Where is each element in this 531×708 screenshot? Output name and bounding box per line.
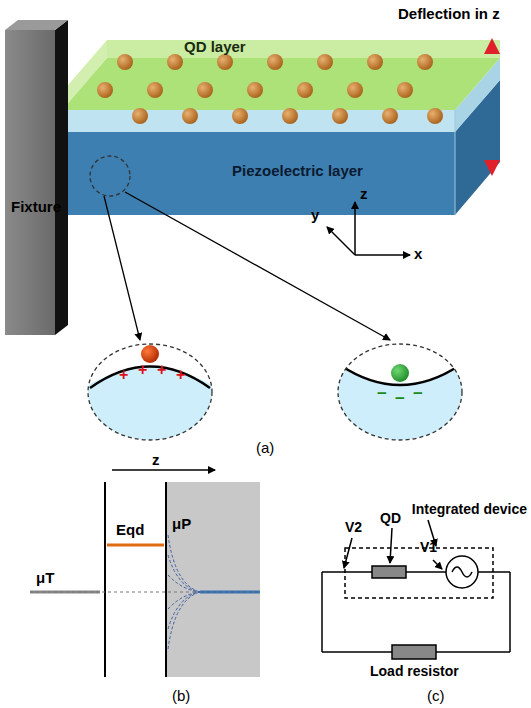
energy-diagram [30,470,260,677]
quantum-dots [97,54,443,124]
deflection-arrowheads [484,38,500,176]
component-label: Integrated device [412,502,527,517]
node-voltage-label: V2 [345,520,362,535]
charge-sign: − [395,390,405,409]
axis-label: x [414,246,422,263]
axis-label: z [152,452,160,469]
inset-negative [330,344,470,450]
component-label: QD [380,511,401,526]
energy-level-label: Eqd [116,522,144,539]
panel-label: (c) [427,688,445,705]
node-text: Piezoelectric layer [232,162,365,179]
charge-sign: + [157,361,166,379]
axis-label: y [311,207,319,224]
fixture-block: Fixture [7,196,68,217]
zoom-leaders [90,156,390,340]
qd-layer: QD layer [180,36,252,57]
chemical-potential-label: μT [36,570,54,587]
node-text: QD layer [184,38,248,55]
axis-label: z [360,186,368,203]
charge-sign: + [138,361,147,379]
circuit [322,520,510,659]
charge-sign: + [176,366,185,384]
inset-positive [80,344,220,450]
fixture [5,20,68,335]
panel-label: (a) [256,440,274,457]
deflection-arrow [490,52,494,162]
panel-label: (b) [172,688,190,705]
charge-sign: − [413,385,423,404]
chemical-potential-label: μP [172,516,191,533]
charge-sign: + [119,366,128,384]
deflection-label: Deflection in z [398,6,500,23]
node-text: Fixture [11,198,64,215]
node-voltage-label: V1 [420,540,437,555]
piezoelectric-layer: Piezoelectric layer [228,160,369,181]
component-label: Load resistor [370,664,459,679]
axes [327,202,410,255]
cantilever [62,40,500,215]
charge-sign: − [377,385,387,404]
